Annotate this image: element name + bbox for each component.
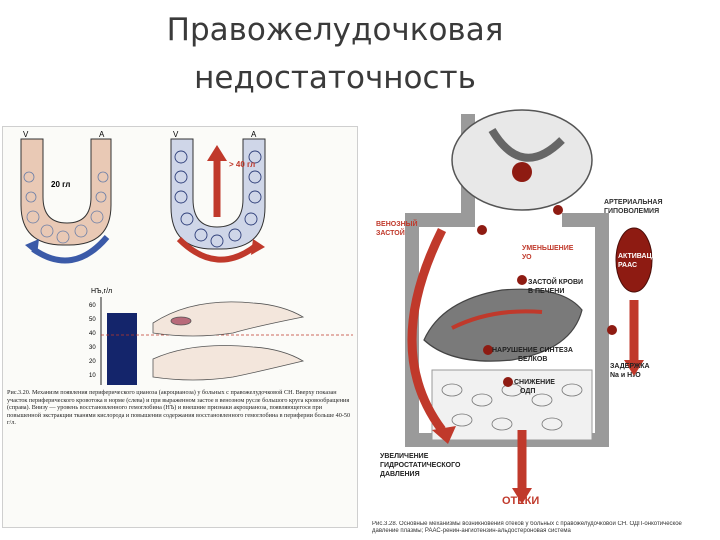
protein-line2: БЕЛКОВ: [518, 356, 547, 363]
label-v-right: V: [173, 130, 179, 139]
title-line-2: недостаточность: [0, 54, 670, 102]
edema-mechanism-diagram: ВЕНОЗНЫЙ ЗАСТОЙ АРТЕРИАЛЬНАЯ ГИПОВОЛЕМИЯ…: [372, 100, 690, 520]
na-line1: ЗАДЕРЖКА: [610, 363, 650, 370]
upper-finger-cyanosis: [171, 317, 191, 325]
hypo-line2: ГИПОВОЛЕМИЯ: [604, 208, 659, 215]
bar-y-ticks: 60 50 40 30 20 10: [89, 303, 96, 379]
pressure-congested-label: > 40 гл: [229, 160, 255, 169]
raas-line1: АКТИВАЦИЯ: [618, 253, 662, 260]
right-figure-caption: Рис.3.28. Основные механизмы возникновен…: [372, 521, 690, 539]
liver-line2: В ПЕЧЕНИ: [528, 288, 564, 295]
y-tick-40: 40: [89, 331, 96, 337]
hydro-line1: УВЕЛИЧЕНИЕ: [380, 453, 429, 460]
protein-line1: НАРУШЕНИЕ СИНТЕЗА: [492, 347, 573, 354]
hand-illustrations: [153, 302, 303, 380]
label-na-h2o: ЗАДЕРЖКА Na и H₂O: [610, 363, 652, 379]
hypo-line1: АРТЕРИАЛЬНАЯ: [604, 199, 663, 206]
odp-line2: ОДП: [520, 388, 535, 395]
label-liver-stasis: ЗАСТОЙ КРОВИ В ПЕЧЕНИ: [528, 277, 585, 295]
hemoglobin-bar: [107, 313, 137, 385]
y-tick-20: 20: [89, 359, 96, 365]
red-arrowhead-up: [207, 145, 227, 161]
label-arterial-hypovolemia: АРТЕРИАЛЬНАЯ ГИПОВОЛЕМИЯ: [604, 199, 664, 215]
label-a-left: A: [99, 130, 105, 139]
hydro-line3: ДАВЛЕНИЯ: [380, 471, 420, 478]
pressure-normal-label: 20 гл: [51, 180, 70, 189]
label-a-right: A: [251, 130, 257, 139]
normal-capillary-diagram: V A 20 гл: [21, 130, 111, 261]
normal-vessel-shape: [21, 139, 111, 245]
liver-line1: ЗАСТОЙ КРОВИ: [528, 277, 583, 286]
y-tick-10: 10: [89, 373, 96, 379]
label-reduced-uo: УМЕНЬШЕНИЕ УО: [522, 245, 575, 261]
hemoglobin-bar-panel: НЪ,г/л 60 50 40 30 20 10: [89, 288, 353, 385]
venous-line1: ВЕНОЗНЫЙ: [376, 219, 418, 228]
congested-capillary-diagram: V A > 40 гл: [171, 130, 265, 260]
y-tick-60: 60: [89, 303, 96, 309]
slide-title: Правожелудочковая недостаточность: [0, 0, 670, 102]
left-figure-illustration: V A 20 гл V A > 40 гл НЪ,г/л: [3, 127, 357, 387]
lower-hand-icon: [153, 346, 303, 381]
left-figure-panel: V A 20 гл V A > 40 гл НЪ,г/л: [2, 126, 358, 528]
hydro-line2: ГИДРОСТАТИЧЕСКОГО: [380, 462, 461, 469]
raas-line2: РААС: [618, 262, 637, 269]
uo-line1: УМЕНЬШЕНИЕ: [522, 245, 574, 252]
na-line2: Na и H₂O: [610, 372, 641, 379]
label-v-left: V: [23, 130, 29, 139]
odp-line1: СНИЖЕНИЕ: [514, 379, 555, 386]
kidney-shape: [616, 228, 652, 292]
heart-chamber: [512, 162, 532, 182]
left-figure-caption: Рис.3.20. Механизм появления периферичес…: [7, 389, 351, 427]
label-edema: ОТЕКИ: [502, 495, 539, 507]
label-hydrostatic: УВЕЛИЧЕНИЕ ГИДРОСТАТИЧЕСКОГО ДАВЛЕНИЯ: [380, 453, 462, 478]
uo-line2: УО: [522, 254, 532, 261]
bar-axis-label: НЪ,г/л: [91, 288, 112, 295]
venous-line2: ЗАСТОЙ: [376, 228, 405, 237]
title-line-1: Правожелудочковая: [0, 6, 670, 54]
blue-arrowhead: [25, 239, 39, 255]
red-flow-arrowhead: [251, 239, 265, 255]
y-tick-50: 50: [89, 317, 96, 323]
y-tick-30: 30: [89, 345, 96, 351]
